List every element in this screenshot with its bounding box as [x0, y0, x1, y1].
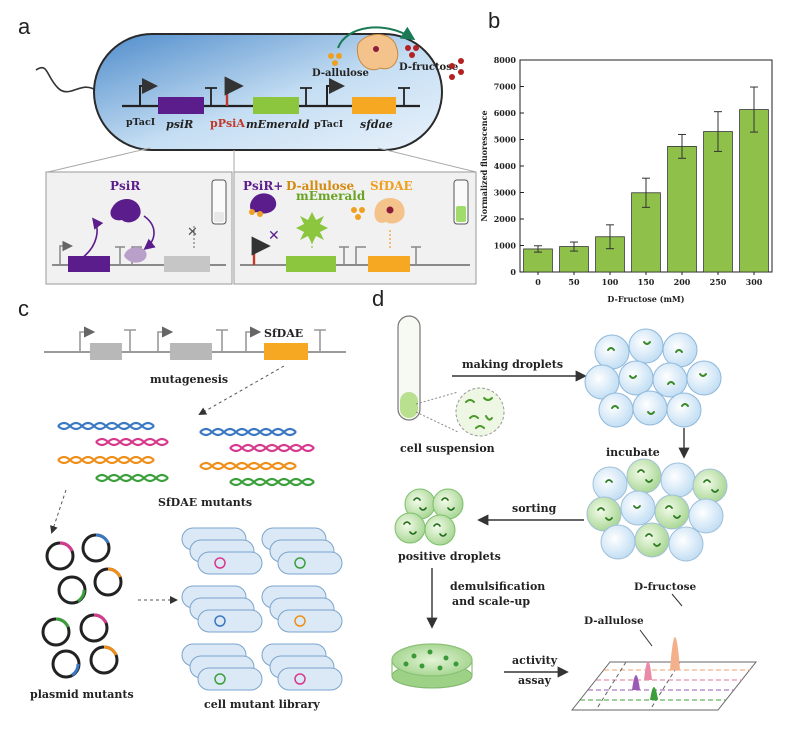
c-gene-1 — [90, 343, 122, 360]
blocked-icon: ✕ — [187, 225, 198, 240]
x-axis-label: D-Fructose (mM) — [607, 294, 684, 304]
inset-memerald-label: mEmerald — [296, 189, 366, 203]
panel-label-c: c — [18, 296, 29, 321]
inset-reporter-off — [164, 256, 210, 272]
gene-psir-label: psiR — [166, 118, 193, 131]
inset-sfdae-label: SfDAE — [370, 179, 413, 193]
fluorescence-bar-chart: 0 1000 2000 3000 4000 5000 6000 7000 8000 0 50 100 1… — [479, 55, 773, 304]
positive-droplets-label: positive droplets — [398, 550, 501, 563]
bar-250 — [703, 131, 733, 273]
promoter-psia-label: pPsiA — [210, 117, 245, 130]
making-droplets-label: making droplets — [462, 358, 563, 371]
y-axis-label: Normalized fluorescence — [479, 110, 489, 221]
gene-sfdae — [352, 97, 396, 114]
psir-protein-icon — [110, 199, 141, 223]
gene-memerald — [253, 97, 299, 114]
y-tick-label: 4000 — [494, 161, 517, 171]
plasmid-mutants-label: plasmid mutants — [30, 688, 134, 701]
sorting-label: sorting — [512, 502, 557, 515]
c-gene-2 — [170, 343, 212, 360]
y-tick-label: 6000 — [494, 108, 517, 118]
x-tick-label: 300 — [746, 277, 763, 287]
petri-dish-icon — [391, 643, 473, 677]
assay-label: assay — [518, 674, 552, 687]
conversion-arrow — [337, 26, 416, 49]
x-tick-label: 50 — [568, 277, 580, 287]
terminator-2 — [300, 87, 312, 106]
psir-bound-icon — [124, 247, 147, 263]
y-tick-label: 0 — [510, 267, 516, 277]
inset-allulose-label: D-allulose — [286, 179, 355, 193]
d-fructose-label: D-fructose — [399, 62, 458, 73]
x-tick-label: 200 — [674, 277, 691, 287]
y-tick-label: 2000 — [494, 214, 517, 224]
flagellum — [35, 66, 99, 93]
panel-label-b: b — [488, 8, 500, 33]
gene-psir — [158, 97, 204, 114]
inset-memerald-gene — [286, 256, 336, 272]
bar-300 — [739, 109, 769, 273]
fluorescence-burst-icon — [296, 212, 328, 244]
chrom-allulose-label: D-allulose — [584, 615, 644, 627]
bar-200 — [667, 145, 697, 273]
mutagenesis-arrow — [198, 365, 285, 415]
panel-label-d: d — [372, 286, 384, 311]
plasmid-rings — [41, 533, 123, 679]
external-fructose-dot — [449, 63, 455, 69]
terminator-1 — [205, 87, 217, 106]
droplet-cluster-grown — [586, 458, 728, 562]
svg-text:✕: ✕ — [268, 228, 280, 244]
gene-memerald-label: mEmerald — [246, 118, 310, 131]
y-tick-label: 1000 — [494, 241, 517, 251]
c-sfdae-label: SfDAE — [264, 327, 303, 340]
fructose-dot — [405, 45, 411, 51]
cell-suspension-label: cell suspension — [400, 442, 495, 455]
sfdae-mutants-label: SfDAE mutants — [158, 496, 252, 509]
terminator-3 — [398, 87, 410, 106]
x-tick-label: 250 — [710, 277, 727, 287]
y-tick-label: 5000 — [494, 135, 517, 145]
promoter-left-label: pTacI — [126, 117, 156, 128]
y-tick-label: 7000 — [494, 82, 517, 92]
cell-library-label: cell mutant library — [204, 698, 320, 711]
c-sfdae-gene — [264, 343, 308, 360]
sfdae-enzyme-icon — [356, 34, 399, 71]
demulsification-label: demulsification — [450, 580, 545, 593]
allulose-dot — [328, 53, 334, 59]
incubate-label: incubate — [606, 446, 660, 459]
mutagenesis-label: mutagenesis — [150, 373, 228, 386]
promoter-arrow-psia — [224, 76, 244, 106]
panel-label-a: a — [18, 14, 31, 39]
d-allulose-label: D-allulose — [312, 68, 369, 79]
positive-droplets — [394, 488, 464, 546]
promoter-arrow-2 — [326, 78, 345, 106]
y-tick-label: 3000 — [494, 188, 517, 198]
y-tick-label: 8000 — [494, 55, 517, 65]
gene-sfdae-label: sfdae — [360, 118, 393, 131]
psir-allulose-icon — [250, 193, 277, 214]
dna-mutant-strands — [57, 421, 315, 487]
promoter-arrow-1 — [139, 78, 158, 106]
hplc-chromatograms — [570, 593, 758, 711]
enzyme-site — [373, 46, 379, 52]
cell-library — [181, 527, 343, 691]
inset-psir-label: PsiR — [110, 179, 141, 193]
droplet-cluster-empty — [584, 328, 722, 428]
inset-sfdae-gene — [368, 256, 410, 272]
inset-psia-promoter — [251, 236, 271, 265]
suspension-zoom — [455, 387, 505, 437]
activity-label: activity — [512, 654, 558, 667]
x-tick-label: 100 — [602, 277, 619, 287]
x-tick-label: 150 — [638, 277, 655, 287]
bacterial-cell — [93, 33, 443, 151]
x-tick-label: 0 — [535, 277, 541, 287]
chrom-fructose-label: D-fructose — [634, 581, 696, 593]
inset-psir-gene — [68, 256, 110, 272]
promoter-right-label: pTacI — [314, 119, 344, 130]
scale-up-label: and scale-up — [452, 595, 530, 608]
inset-psir-plus-label: PsiR+ — [243, 179, 283, 193]
